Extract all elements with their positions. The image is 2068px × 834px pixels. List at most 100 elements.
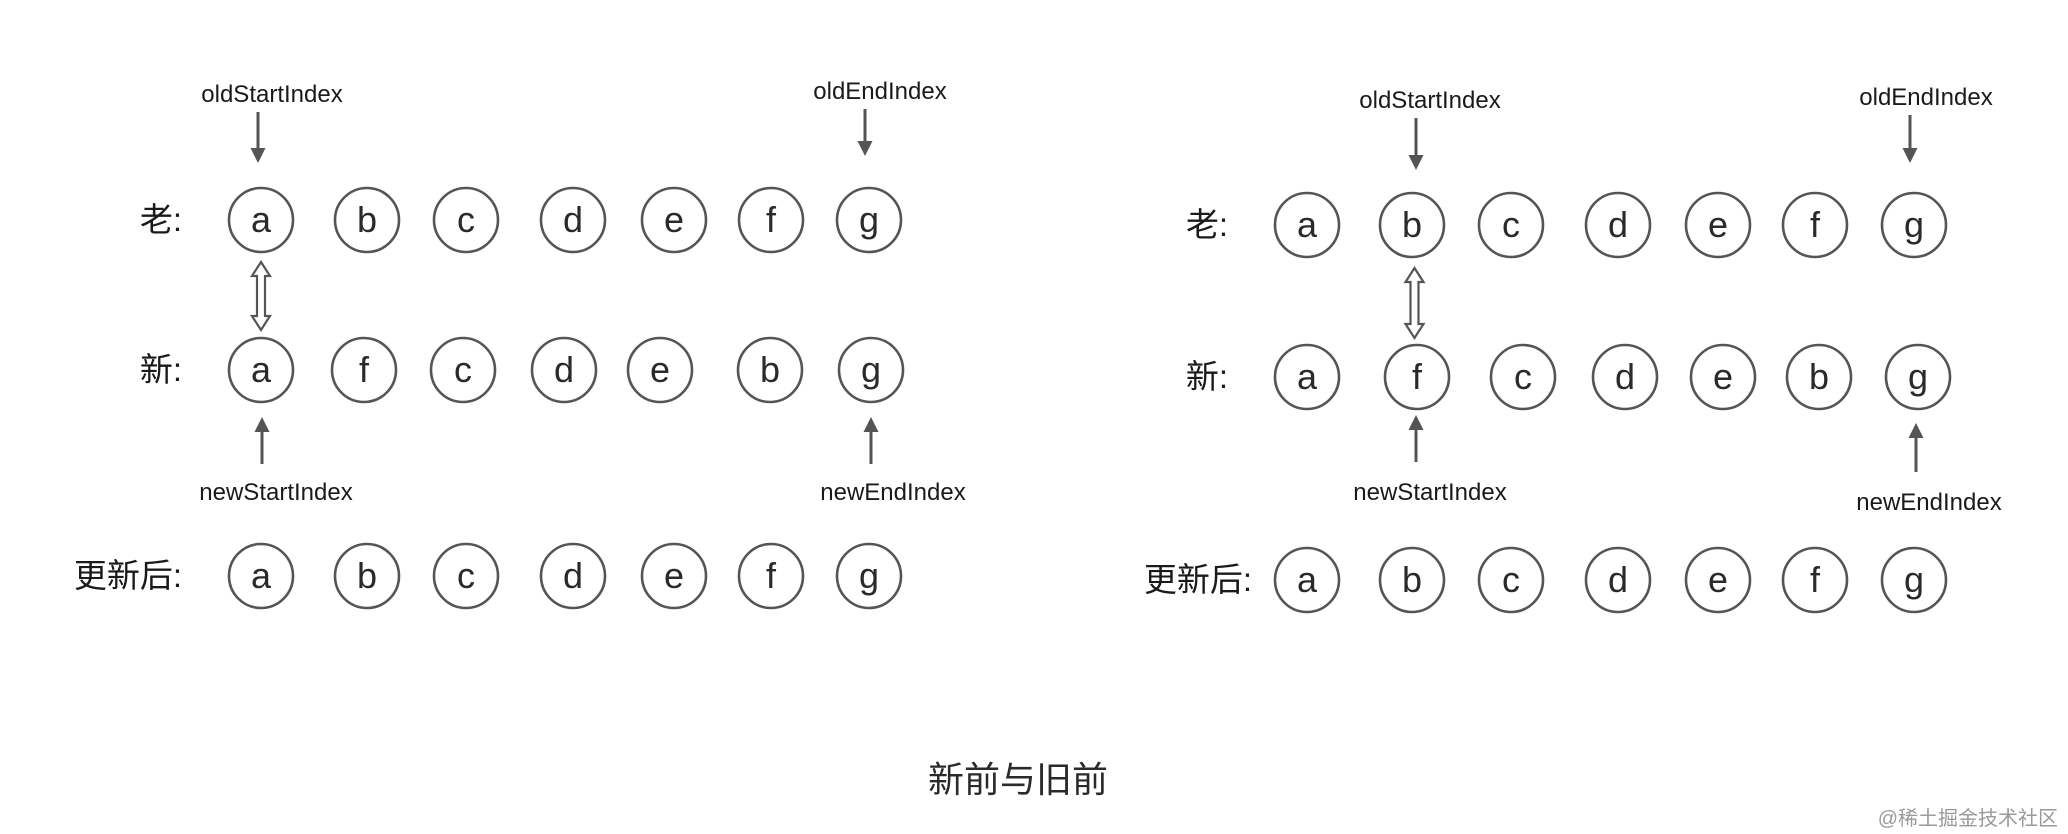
compare-double-arrow (1403, 265, 1426, 341)
updated-node-label: b (357, 555, 377, 596)
new-node-circle (837, 336, 905, 404)
watermark: @稀土掘金技术社区 (1878, 807, 2058, 830)
new-node-circle (1383, 343, 1451, 411)
old-node-circle (539, 186, 607, 254)
old-node-circle (1684, 191, 1752, 259)
old-node: c (432, 186, 500, 254)
old-node-label: f (1810, 204, 1821, 245)
updated-node-label: g (1904, 559, 1924, 600)
updated-node-label: c (1502, 559, 1520, 600)
old-node-label: d (563, 199, 583, 240)
updated-node: g (1880, 546, 1948, 614)
old-node-label: c (457, 199, 475, 240)
updated-node-label: c (457, 555, 475, 596)
new-node: a (1273, 343, 1341, 411)
new-node: g (837, 336, 905, 404)
new-start-index-label: newStartIndex (1353, 479, 1506, 506)
updated-node-label: d (563, 555, 583, 596)
diagram-caption: 新前与旧前 (928, 759, 1108, 800)
new-node-circle (1591, 343, 1659, 411)
new-node-label: b (760, 349, 780, 390)
old-node: f (1781, 191, 1849, 259)
new-node-label: e (650, 349, 670, 390)
old-node-label: a (1297, 204, 1318, 245)
old-node-circle (1781, 191, 1849, 259)
old-node-circle (1273, 191, 1341, 259)
updated-node: e (1684, 546, 1752, 614)
old-node-label: e (664, 199, 684, 240)
old-node-label: a (251, 199, 272, 240)
old-node: b (1378, 191, 1446, 259)
old-node-label: d (1608, 204, 1628, 245)
updated-node-circle (1477, 546, 1545, 614)
updated-node: a (1273, 546, 1341, 614)
new-node-circle (1884, 343, 1952, 411)
old-node: a (1273, 191, 1341, 259)
old-node: e (1684, 191, 1752, 259)
new-node-circle (330, 336, 398, 404)
new-end-index-label: newEndIndex (1856, 489, 2001, 516)
updated-node-circle (1880, 546, 1948, 614)
new-node: b (1785, 343, 1853, 411)
new-node-circle (1273, 343, 1341, 411)
updated-node-label: e (1708, 559, 1728, 600)
old-node-circle (1584, 191, 1652, 259)
new-node-label: b (1809, 356, 1829, 397)
updated-node: e (640, 542, 708, 610)
old-node: c (1477, 191, 1545, 259)
old-end-index-label: oldEndIndex (1859, 84, 1992, 111)
old-node-circle (1477, 191, 1545, 259)
updated-node-label: a (251, 555, 272, 596)
updated-node-circle (1378, 546, 1446, 614)
old-node: g (1880, 191, 1948, 259)
old-end-index-label: oldEndIndex (813, 78, 946, 105)
old-node: b (333, 186, 401, 254)
new-node-circle (429, 336, 497, 404)
updated-node-label: f (766, 555, 777, 596)
old-node: a (227, 186, 295, 254)
old-node-circle (1880, 191, 1948, 259)
row-label-old: 老: (1186, 206, 1228, 243)
new-node: d (530, 336, 598, 404)
updated-node: c (432, 542, 500, 610)
new-end-index-label: newEndIndex (820, 479, 965, 506)
updated-node-label: b (1402, 559, 1422, 600)
new-node-label: d (554, 349, 574, 390)
updated-node: c (1477, 546, 1545, 614)
updated-node-circle (432, 542, 500, 610)
updated-node: b (333, 542, 401, 610)
updated-node: f (1781, 546, 1849, 614)
new-node: c (429, 336, 497, 404)
old-node-circle (227, 186, 295, 254)
old-start-index-label: oldStartIndex (201, 81, 342, 108)
new-node: f (330, 336, 398, 404)
old-node-circle (835, 186, 903, 254)
new-node-label: a (1297, 356, 1318, 397)
updated-node-label: d (1608, 559, 1628, 600)
new-node-circle (530, 336, 598, 404)
new-node: d (1591, 343, 1659, 411)
updated-node-label: f (1810, 559, 1821, 600)
old-node-label: g (859, 199, 879, 240)
updated-node-circle (539, 542, 607, 610)
updated-node-circle (227, 542, 295, 610)
old-node-circle (640, 186, 708, 254)
row-label-new: 新: (140, 351, 182, 388)
new-node: e (1689, 343, 1757, 411)
updated-node-circle (1273, 546, 1341, 614)
updated-node-circle (1781, 546, 1849, 614)
row-label-new: 新: (1186, 358, 1228, 395)
old-node-circle (432, 186, 500, 254)
updated-node: b (1378, 546, 1446, 614)
new-node: b (736, 336, 804, 404)
new-node-circle (736, 336, 804, 404)
updated-node: a (227, 542, 295, 610)
updated-node-label: e (664, 555, 684, 596)
new-node-circle (227, 336, 295, 404)
new-node-label: d (1615, 356, 1635, 397)
old-node-label: g (1904, 204, 1924, 245)
new-node-label: f (1412, 356, 1423, 397)
new-node-circle (1489, 343, 1557, 411)
row-label-updated: 更新后: (1144, 561, 1252, 598)
